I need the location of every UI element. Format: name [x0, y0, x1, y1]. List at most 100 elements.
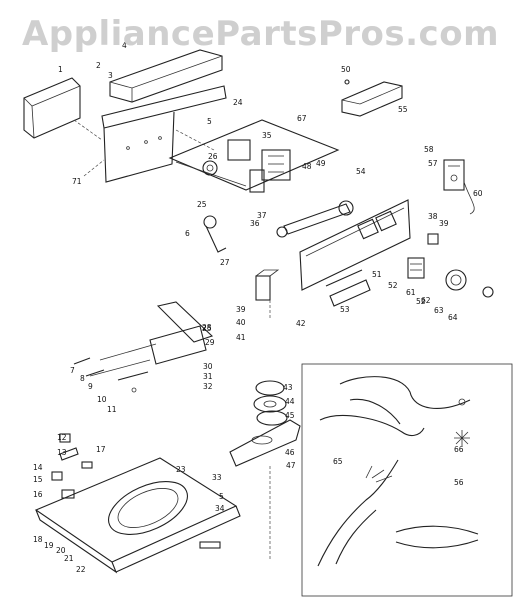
small-harness [454, 430, 470, 446]
callout-label: 50 [341, 65, 351, 74]
callout-label: 43 [283, 383, 293, 392]
callout-label: 35 [262, 131, 272, 140]
motor-wire-harness [317, 459, 399, 567]
panel-mount-strip [325, 269, 371, 307]
callout-label: 49 [316, 159, 326, 168]
lid-switch-bracket [255, 269, 280, 320]
cabinet-hardware [73, 357, 149, 393]
callout-label: 9 [88, 382, 93, 391]
drive-cam [253, 380, 288, 426]
callout-label: 64 [448, 313, 458, 322]
transmission-cover [229, 419, 301, 467]
small-bracket [427, 233, 439, 245]
callout-label: 7 [70, 366, 75, 375]
callout-label: 26 [208, 152, 218, 161]
callout-label: 14 [33, 463, 43, 472]
callout-label: 33 [212, 473, 222, 482]
callout-label: 5 [219, 492, 224, 501]
callout-label: 57 [428, 159, 438, 168]
wiring-harness-box [301, 363, 513, 597]
callout-label: 28 [202, 323, 212, 332]
callout-label: 63 [434, 306, 444, 315]
callout-label: 29 [205, 338, 215, 347]
main-wire-harness [319, 376, 471, 437]
knob-left [203, 215, 227, 253]
callout-label: 55 [398, 105, 408, 114]
callout-label: 52 [388, 281, 398, 290]
callout-label: 42 [296, 319, 306, 328]
callout-label: 58 [424, 145, 434, 154]
selector-knob [445, 269, 467, 291]
callout-label: 24 [233, 98, 243, 107]
callout-label: 32 [203, 382, 213, 391]
callout-label: 60 [473, 189, 483, 198]
callout-label: 62 [421, 296, 431, 305]
callout-label: 39 [439, 219, 449, 228]
callout-label: 16 [33, 490, 43, 499]
callout-label: 5 [207, 117, 212, 126]
callout-label: 23 [176, 465, 186, 474]
pressure-switch-block [407, 257, 425, 279]
callout-label: 65 [333, 457, 343, 466]
callout-label: 30 [203, 362, 213, 371]
callout-label: 27 [220, 258, 230, 267]
callout-label: 20 [56, 546, 66, 555]
callout-label: 41 [236, 333, 246, 342]
screw-icon [344, 79, 350, 85]
callout-label: 18 [33, 535, 43, 544]
callout-label: 44 [285, 397, 295, 406]
callout-label: 54 [356, 167, 366, 176]
timer-motor [202, 139, 251, 176]
callout-label: 36 [250, 219, 260, 228]
jumper-wire [395, 525, 479, 549]
callout-label: 51 [372, 270, 382, 279]
callout-label: 1 [58, 65, 63, 74]
callout-label: 4 [122, 41, 127, 50]
hinge-bracket-assembly [89, 301, 214, 377]
callout-label: 37 [257, 211, 267, 220]
callout-label: 21 [64, 554, 74, 563]
small-knob [482, 286, 494, 298]
callout-label: 6 [185, 229, 190, 238]
callout-label: 19 [44, 541, 54, 550]
callout-label: 25 [202, 324, 212, 333]
callout-label: 48 [302, 162, 312, 171]
callout-label: 61 [406, 288, 416, 297]
callout-label: 10 [97, 395, 107, 404]
front-control-panel [299, 199, 411, 291]
callout-label: 15 [33, 475, 43, 484]
callout-label: 66 [454, 445, 464, 454]
callout-label: 11 [107, 405, 117, 414]
callout-label: 67 [297, 114, 307, 123]
callout-label: 17 [96, 445, 106, 454]
callout-label: 45 [285, 411, 295, 420]
console-top-cover [109, 49, 223, 103]
callout-label: 12 [57, 433, 67, 442]
control-mounting-plate [168, 119, 340, 191]
callout-label: 53 [340, 305, 350, 314]
water-valve-bracket [443, 159, 475, 215]
lid-hinge-parts [51, 433, 221, 549]
backsplash-end-cap [23, 77, 81, 139]
callout-label: 39 [236, 305, 246, 314]
callout-label: 71 [72, 177, 82, 186]
callout-label: 31 [203, 372, 213, 381]
end-cap [341, 81, 403, 117]
callout-label: 3 [108, 71, 113, 80]
callout-label: 52 [416, 297, 426, 306]
console-leader-lines [73, 119, 215, 177]
callout-labels: 1 2 3 4 5 5 6 7 8 9 10 11 12 13 14 15 16… [33, 41, 483, 574]
switch-block [261, 149, 291, 181]
agitator-shaft [276, 200, 354, 238]
callout-label: 56 [454, 478, 464, 487]
callout-label: 13 [57, 448, 67, 457]
callout-label: 40 [236, 318, 246, 327]
callout-label: 38 [428, 212, 438, 221]
cabinet-top [34, 457, 241, 574]
callout-label: 46 [285, 448, 295, 457]
callout-label: 8 [80, 374, 85, 383]
terminal-block [249, 169, 265, 193]
callout-label: 2 [96, 61, 101, 70]
callout-label: 22 [76, 565, 86, 574]
